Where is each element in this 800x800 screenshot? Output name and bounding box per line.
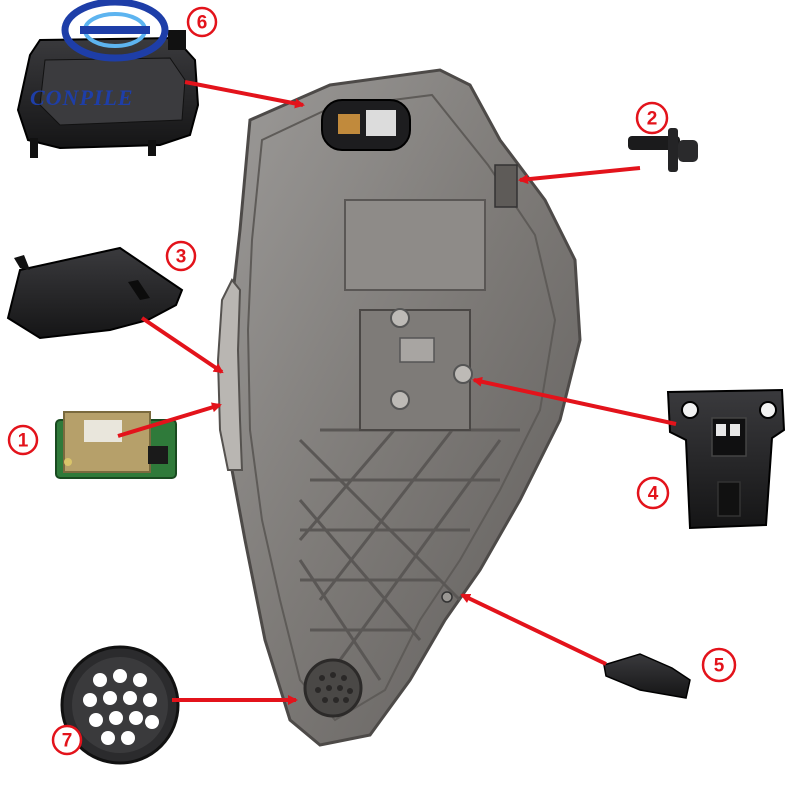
callout-5-number: 5 (714, 656, 725, 677)
circuit-board-part (55, 411, 177, 479)
arrow-4 (472, 376, 677, 426)
callout-5: 5 (701, 647, 737, 683)
callout-7-number: 7 (62, 731, 73, 752)
callout-2-number: 2 (647, 109, 658, 130)
small-clip-part (603, 653, 691, 699)
brand-logo-text: CONPILE (30, 85, 134, 110)
callout-arrows (117, 80, 677, 705)
callout-6-number: 6 (197, 13, 208, 34)
callout-1-number: 1 (18, 431, 29, 452)
callout-markers: 1 2 3 4 5 6 7 (7, 6, 737, 756)
callout-4-number: 4 (648, 484, 659, 505)
arrow-6 (184, 80, 305, 109)
side-cover-part (6, 246, 184, 340)
brand-logo: CONPILE (30, 0, 169, 110)
callout-4: 4 (636, 476, 670, 510)
callout-2: 2 (635, 101, 669, 135)
arrow-3 (140, 316, 224, 374)
arrow-1 (117, 402, 222, 438)
callout-6: 6 (186, 6, 218, 38)
callout-3-number: 3 (176, 247, 187, 268)
rear-cover-part (16, 30, 200, 158)
arrow-2 (518, 166, 641, 185)
vent-grille-part (60, 645, 180, 765)
callout-1: 1 (7, 424, 39, 456)
mounting-bracket-part (666, 388, 786, 530)
callout-3: 3 (165, 240, 197, 272)
arrow-5 (460, 593, 607, 666)
headlight-housing (216, 68, 582, 747)
pin-clip-part (628, 128, 698, 172)
callout-7: 7 (51, 724, 83, 756)
